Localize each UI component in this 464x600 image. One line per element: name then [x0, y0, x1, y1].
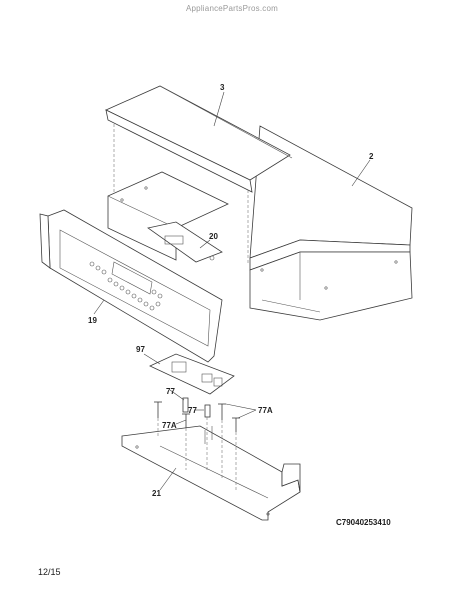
diagram-code: C79040253410	[336, 518, 391, 527]
part-screws	[154, 401, 240, 432]
part-control-board-small	[147, 221, 223, 263]
callout-screws-left: 77A	[162, 421, 177, 430]
part-main-board	[149, 353, 235, 395]
part-control-panel	[39, 209, 223, 363]
callout-main-body: 2	[369, 152, 374, 161]
part-top-cover	[105, 85, 293, 265]
callout-board: 97	[136, 345, 145, 354]
revision-date: 12/15	[38, 567, 61, 577]
part-bottom-bracket	[121, 425, 301, 521]
callout-top-cover: 3	[220, 83, 225, 92]
callout-standoff-left: 77	[166, 387, 175, 396]
callout-bracket: 21	[152, 489, 161, 498]
leader-lines	[93, 91, 371, 491]
assembly-guides	[157, 417, 237, 490]
callout-screws-right: 77A	[258, 406, 273, 415]
watermark: AppliancePartsPros.com	[186, 4, 278, 13]
part-standoffs	[182, 397, 211, 418]
callout-control-panel: 19	[88, 316, 97, 325]
callout-control-board-small: 20	[209, 232, 218, 241]
callout-standoff-right: 77	[188, 406, 197, 415]
part-housing	[249, 125, 413, 321]
